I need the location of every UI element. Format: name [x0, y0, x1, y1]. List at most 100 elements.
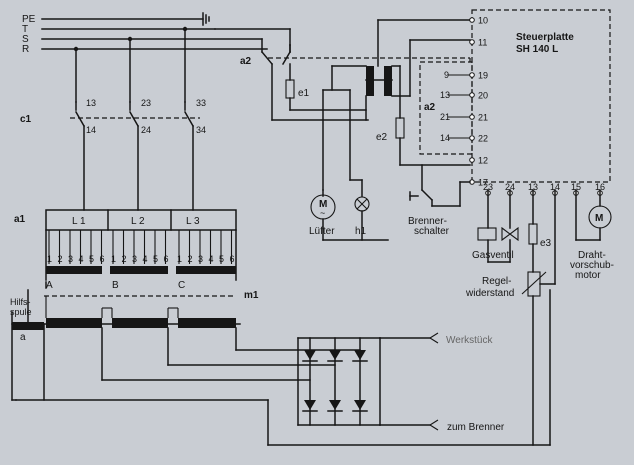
transformer-a1 — [45, 209, 237, 289]
tap-label: 2 — [58, 254, 63, 264]
diode-icon — [329, 350, 341, 360]
m1-aux-coil — [11, 289, 269, 446]
control-transformer — [322, 19, 471, 191]
label-m1: m1 — [244, 290, 259, 301]
label-drahtvorschub-1: Draht- — [578, 250, 606, 261]
terminal-label: 22 — [478, 134, 488, 144]
tap-label: 4 — [79, 254, 84, 264]
tap-label: 4 — [209, 254, 214, 264]
label-drahtvorschub-3: motor — [575, 270, 601, 281]
terminal-connector — [469, 17, 475, 23]
terminal-connector — [469, 114, 475, 120]
diode-icon — [354, 350, 366, 360]
label-a1: a1 — [14, 214, 26, 225]
a2-contacts-top — [260, 38, 470, 121]
label-werkstueck: Werkstück — [446, 335, 493, 346]
tap-label: 1 — [47, 254, 52, 264]
mains-label-r: R — [22, 44, 29, 55]
terminal-connector — [469, 72, 475, 78]
a2-left-14: 14 — [440, 133, 450, 143]
c1-bot-34: 34 — [196, 125, 206, 135]
wire-feed-motor — [575, 189, 612, 241]
c1-bot-24: 24 — [141, 125, 151, 135]
tap-label: 6 — [164, 254, 169, 264]
winding-l2: L 2 — [131, 216, 145, 227]
terminal-label: 14 — [550, 182, 560, 192]
bottom-terminals: 23 24 13 14 15 16 — [483, 182, 605, 196]
control-board-outline — [471, 9, 611, 183]
rectifier-feed — [101, 327, 361, 381]
torch-switch — [409, 164, 471, 207]
tap-label: 5 — [153, 254, 158, 264]
terminal-connector — [469, 157, 475, 163]
board-model: SH 140 L — [516, 44, 558, 55]
label-e1: e1 — [298, 88, 310, 99]
tap-label: 1 — [177, 254, 182, 264]
label-hilfsspule-1: Hilfs- — [10, 297, 31, 307]
terminal-connector — [469, 135, 475, 141]
label-a: a — [20, 332, 26, 343]
regulating-resistor — [521, 189, 556, 446]
mains-label-pe: PE — [22, 14, 36, 25]
fan-m-glyph: M — [319, 199, 327, 210]
terminal-label: 11 — [478, 38, 487, 48]
terminal-connector — [469, 92, 475, 98]
winding-l1: L 1 — [72, 216, 86, 227]
label-e2: e2 — [376, 132, 388, 143]
a2-left-13: 13 — [440, 90, 450, 100]
zum-brenner-arrow-icon — [428, 419, 439, 431]
terminal-label: 23 — [483, 182, 493, 192]
label-brennerschalter-2: schalter — [414, 226, 450, 237]
terminal-connector — [469, 39, 475, 45]
tap-label: 5 — [219, 254, 224, 264]
c1-top-33: 33 — [196, 98, 206, 108]
label-h1: h1 — [355, 226, 367, 237]
tap-label: 6 — [100, 254, 105, 264]
terminal-label: 10 — [478, 16, 488, 26]
label-brennerschalter-1: Brenner- — [408, 216, 447, 227]
mains-label-t: T — [22, 24, 28, 35]
label-drahtvorschub-2: vorschub- — [570, 260, 614, 271]
diode-icon — [329, 400, 341, 410]
tap-label: 4 — [143, 254, 148, 264]
mains-label-s: S — [22, 34, 29, 45]
label-hilfsspule-2: spule — [10, 307, 32, 317]
terminal-label: 16 — [595, 182, 605, 192]
group-b: B — [112, 280, 119, 291]
label-zum-brenner: zum Brenner — [447, 422, 505, 433]
gas-valve — [477, 189, 519, 263]
tap-label: 3 — [198, 254, 203, 264]
terminal-label: 24 — [505, 182, 515, 192]
a2-left-21: 21 — [440, 112, 450, 122]
label-e3: e3 — [540, 238, 552, 249]
terminal-label: 19 — [478, 71, 488, 81]
terminal-label: 20 — [478, 91, 488, 101]
rectifier-bridge — [297, 337, 431, 426]
fan-tilde-glyph: ~ — [320, 208, 325, 218]
tap-label: 3 — [68, 254, 73, 264]
werkstueck-arrow-icon — [428, 332, 439, 344]
terminal-label: 12 — [478, 156, 488, 166]
terminal-label: 13 — [528, 182, 538, 192]
diode-icon — [304, 350, 316, 360]
c1-top-23: 23 — [141, 98, 151, 108]
motor-m-glyph: M — [595, 213, 603, 224]
label-a2-panel: a2 — [424, 102, 436, 113]
label-c1: c1 — [20, 114, 32, 125]
terminal-label: 15 — [571, 182, 581, 192]
a2-left-9: 9 — [444, 70, 449, 80]
tap-label: 6 — [230, 254, 235, 264]
contactor-c1 — [70, 28, 200, 211]
diode-icon — [354, 400, 366, 410]
board-title: Steuerplatte — [516, 32, 574, 43]
group-c: C — [178, 280, 185, 291]
c1-top-13: 13 — [86, 98, 96, 108]
label-luefter: Lüfter — [309, 226, 335, 237]
c1-bot-14: 14 — [86, 125, 96, 135]
tap-label: 2 — [188, 254, 193, 264]
label-regelwiderstand-2: widerstand — [465, 288, 514, 299]
